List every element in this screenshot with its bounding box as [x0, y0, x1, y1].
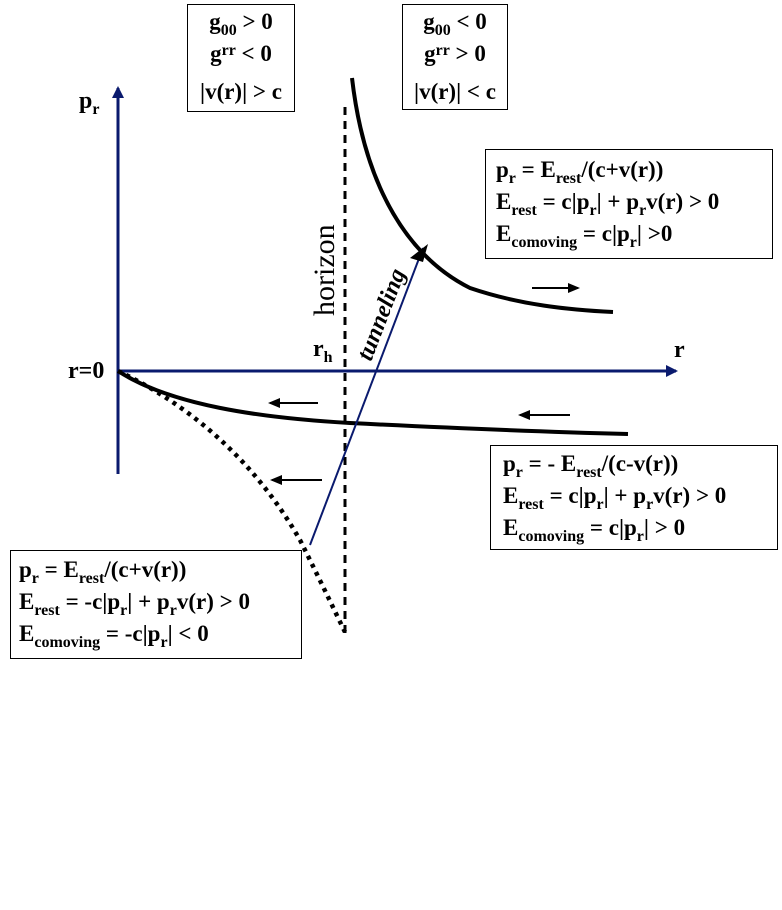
ingoing-box: pr = - Erest/(c-v(r)) Erest = c|pr| + pr… [490, 445, 778, 550]
metric-outside-line-3: |v(r)| < c [414, 79, 496, 104]
outgoing-line-3: Ecomoving = c|pr| >0 [496, 221, 673, 251]
outgoing-line-1: pr = Erest/(c+v(r)) [496, 157, 664, 187]
metric-outside-line-2: grr > 0 [424, 41, 486, 66]
tunneling-arrow [309, 247, 424, 546]
ingoing-line-2: Erest = c|pr| + prv(r) > 0 [503, 483, 727, 513]
outgoing-line-2: Erest = c|pr| + prv(r) > 0 [496, 189, 720, 219]
tunneling-label: tunneling [352, 265, 411, 364]
origin-label: r=0 [68, 358, 104, 384]
metric-inside-line-1: g00 > 0 [209, 9, 273, 39]
metric-inside-box: g00 > 0 grr < 0 |v(r)| > c [187, 4, 295, 112]
horizon-radius-label: rh [313, 336, 333, 366]
r-axis-label: r [674, 337, 685, 363]
horizon-label: horizon [308, 224, 341, 316]
outgoing-curve [350, 77, 614, 314]
ingoing-line-3: Ecomoving = c|pr| > 0 [503, 515, 686, 545]
negative-energy-box: pr = Erest/(c+v(r)) Erest = -c|pr| + prv… [10, 550, 302, 659]
negative-line-1: pr = Erest/(c+v(r)) [19, 557, 187, 587]
negative-line-3: Ecomoving = -c|pr| < 0 [19, 621, 209, 651]
metric-outside-line-1: g00 < 0 [423, 9, 487, 39]
ingoing-curve [116, 369, 629, 436]
metric-inside-line-2: grr < 0 [210, 41, 272, 66]
metric-outside-box: g00 < 0 grr > 0 |v(r)| < c [402, 4, 508, 110]
outgoing-box: pr = Erest/(c+v(r)) Erest = c|pr| + prv(… [485, 149, 773, 259]
metric-inside-line-3: |v(r)| > c [200, 79, 282, 104]
tunneling-arrowhead [410, 244, 428, 262]
negative-line-2: Erest = -c|pr| + prv(r) > 0 [19, 589, 250, 619]
ingoing-line-1: pr = - Erest/(c-v(r)) [503, 451, 679, 481]
p-axis-label: pr [79, 88, 99, 118]
